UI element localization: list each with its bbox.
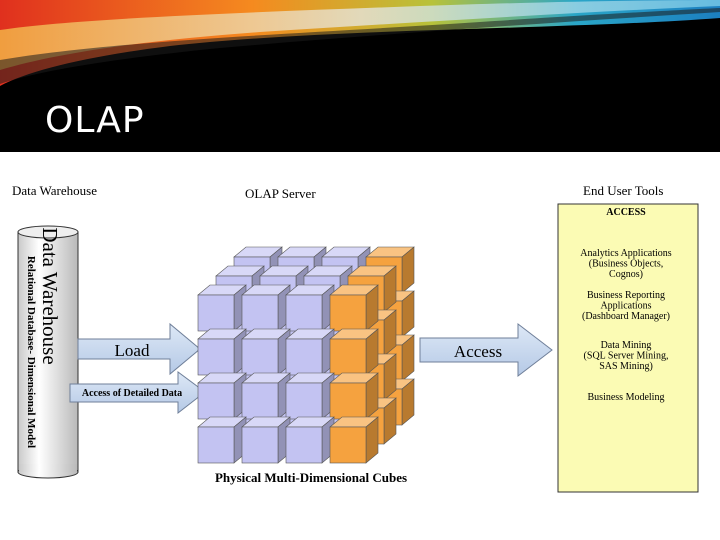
tool-item: Data Mining(SQL Server Mining,SAS Mining… (584, 340, 669, 372)
cube (285, 284, 335, 332)
cube (241, 416, 291, 464)
cube (285, 328, 335, 376)
cylinder-title: Data Warehouse (38, 227, 62, 364)
cube-caption: Physical Multi-Dimensional Cubes (215, 470, 407, 485)
title-banner: OLAP (0, 0, 720, 152)
tool-item-line: (Business Objects, (589, 259, 663, 270)
data-warehouse-heading: Data Warehouse (12, 183, 97, 198)
cube (241, 328, 291, 376)
access-label: Access (454, 342, 502, 361)
load-arrow: Load (77, 322, 201, 376)
tool-item-line: (Dashboard Manager) (582, 311, 670, 322)
tool-item: Analytics Applications(Business Objects,… (580, 248, 671, 280)
tool-item-line: Business Reporting (587, 290, 665, 301)
tool-item-line: Business Modeling (588, 392, 665, 403)
tool-items: Analytics Applications(Business Objects,… (580, 248, 671, 403)
cube (329, 416, 379, 464)
detail-access-arrow: Access of Detailed Data (69, 371, 206, 415)
tool-item: Business ReportingApplications(Dashboard… (582, 290, 670, 322)
tool-item-line: Data Mining (601, 340, 652, 351)
cube (197, 416, 247, 464)
tools-box-title: ACCESS (606, 207, 646, 218)
access-arrow: Access (419, 322, 553, 378)
decorative-swoosh (0, 0, 720, 86)
cube (197, 372, 247, 420)
cylinder-subtitle: Relational Database- Dimensional Model (25, 256, 37, 448)
end-user-tools-heading: End User Tools (583, 183, 663, 198)
tool-item-line: (SQL Server Mining, (584, 351, 669, 362)
cube-block (197, 246, 415, 464)
tool-item-line: Applications (600, 301, 651, 312)
tool-item-line: Cognos) (609, 269, 643, 280)
cube (241, 372, 291, 420)
cube (329, 372, 379, 420)
load-label: Load (115, 341, 150, 360)
tool-item-line: SAS Mining) (599, 361, 653, 372)
cube (241, 284, 291, 332)
olap-diagram: Data Warehouse OLAP Server End User Tool… (12, 183, 699, 493)
data-warehouse-cylinder: Data Warehouse Relational Database- Dime… (17, 225, 79, 479)
end-user-tools-box: ACCESS Analytics Applications(Business O… (557, 203, 699, 493)
cube (285, 416, 335, 464)
cube (329, 328, 379, 376)
cube (329, 284, 379, 332)
cube (197, 284, 247, 332)
tool-item: Business Modeling (588, 392, 665, 403)
slide-title: OLAP (45, 100, 145, 141)
cube (197, 328, 247, 376)
detail-access-label: Access of Detailed Data (82, 388, 182, 399)
tool-item-line: Analytics Applications (580, 248, 671, 259)
olap-server-heading: OLAP Server (245, 186, 316, 201)
cube (285, 372, 335, 420)
